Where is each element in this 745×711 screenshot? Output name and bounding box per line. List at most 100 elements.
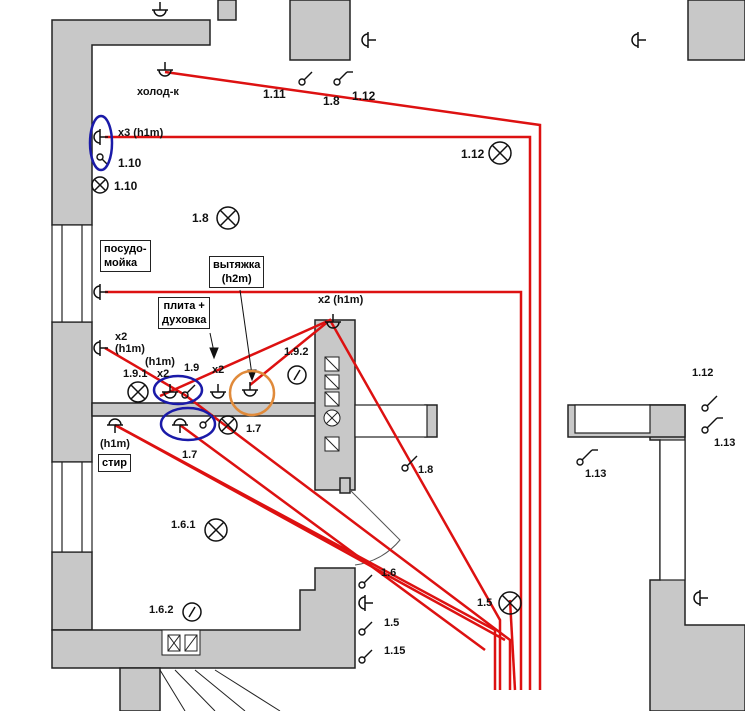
cables bbox=[104, 70, 542, 691]
label-1-5: 1.5 bbox=[384, 617, 400, 629]
label-1-12-top: 1.12 bbox=[352, 89, 376, 103]
orange-highlight-hood bbox=[228, 369, 276, 417]
socket-right-bottom bbox=[693, 590, 708, 606]
label-1-7-a: 1.7 bbox=[182, 449, 198, 461]
switch-1-9 bbox=[181, 384, 196, 399]
stair-wall bbox=[119, 667, 161, 711]
hood-label-line2: (h2m) bbox=[221, 273, 252, 285]
label-x2-h1m-right: x2 (h1m) bbox=[318, 294, 364, 306]
cable-dishwasher bbox=[105, 290, 523, 690]
socket-top-right bbox=[361, 32, 376, 48]
label-x2-left: x2 bbox=[115, 331, 128, 343]
cable-hood bbox=[249, 318, 502, 690]
cable-x3 bbox=[105, 135, 532, 690]
label-1-9: 1.9 bbox=[184, 362, 200, 374]
cable-fridge bbox=[164, 70, 542, 690]
cable-washer bbox=[114, 423, 497, 690]
socket-far-right bbox=[631, 32, 646, 48]
windows bbox=[51, 224, 686, 581]
switch-1-11 bbox=[298, 71, 313, 86]
blue-highlight-x3 bbox=[88, 114, 114, 172]
switch-1-13-right bbox=[701, 417, 723, 434]
label-lamp-1-5: 1.5 bbox=[477, 597, 493, 609]
label-h1m-mid: (h1m) bbox=[145, 356, 175, 368]
socket-1-5 bbox=[358, 595, 373, 611]
socket-washer bbox=[107, 418, 123, 433]
label-h1m-washer: (h1m) bbox=[100, 438, 130, 450]
socket-fridge bbox=[157, 62, 173, 77]
left-wall bbox=[51, 19, 211, 226]
lamp-1-10 bbox=[91, 176, 109, 194]
lamp-1-8 bbox=[216, 206, 240, 230]
label-x2-mid: x2 bbox=[157, 368, 170, 380]
socket-mid-blue bbox=[162, 384, 178, 399]
cable-1-7 bbox=[114, 423, 506, 642]
highlights bbox=[88, 114, 276, 442]
label-1-9-1: 1.9.1 bbox=[123, 368, 148, 380]
window-5 bbox=[659, 439, 686, 581]
fridge-label: холод-к bbox=[137, 86, 179, 98]
right-top-wall bbox=[687, 0, 745, 61]
window-1 bbox=[51, 224, 93, 323]
lamp-1-9-1 bbox=[127, 381, 149, 403]
blue-highlight-mid bbox=[152, 374, 204, 406]
pointer-arrows bbox=[209, 289, 257, 382]
label-1-12-right: 1.12 bbox=[692, 367, 714, 379]
switch-1-13-left bbox=[576, 449, 598, 466]
bottom-wall bbox=[51, 567, 356, 669]
label-x2-mid2: x2 bbox=[212, 364, 225, 376]
sconce-1-9-2 bbox=[287, 365, 307, 385]
label-1-8-right: 1.8 bbox=[418, 464, 434, 476]
label-1-13-right: 1.13 bbox=[714, 437, 736, 449]
label-lamp-1-6-1: 1.6.1 bbox=[171, 519, 196, 531]
label-1-10-a: 1.10 bbox=[118, 156, 142, 170]
label-h1m-left: (h1m) bbox=[115, 343, 145, 355]
switch-1-10 bbox=[96, 153, 109, 166]
label-1-15: 1.15 bbox=[384, 645, 406, 657]
lamp-1-6-1 bbox=[204, 518, 228, 542]
label-lamp-1-8: 1.8 bbox=[192, 211, 209, 225]
label-1-13-left: 1.13 bbox=[585, 468, 607, 480]
socket-blue-lower bbox=[172, 418, 188, 433]
window-3 bbox=[354, 404, 428, 438]
label-1-7-b: 1.7 bbox=[246, 423, 262, 435]
sockets bbox=[93, 2, 708, 611]
washer-label: стир bbox=[98, 454, 131, 472]
stove-label-line1: плита + bbox=[163, 300, 205, 312]
label-1-6: 1.6 bbox=[381, 567, 397, 579]
left-wall-mid bbox=[51, 321, 93, 463]
sconce-1-6-2 bbox=[182, 602, 202, 622]
door-swing bbox=[349, 489, 401, 566]
label-x3-h1m: x3 (h1m) bbox=[118, 127, 164, 139]
socket-x2-left bbox=[93, 340, 108, 356]
switch-1-8-top bbox=[333, 71, 353, 86]
label-1-11: 1.11 bbox=[263, 87, 286, 101]
switch-1-15 bbox=[358, 649, 373, 664]
label-lamp-1-12: 1.12 bbox=[461, 147, 485, 161]
label-1-6-2: 1.6.2 bbox=[149, 604, 174, 616]
stove-label-line2: духовка bbox=[162, 314, 207, 326]
vent-grilles bbox=[167, 356, 341, 652]
hood-label: вытяжка (h2m) bbox=[209, 256, 265, 288]
cable-mid bbox=[159, 318, 331, 398]
window-2 bbox=[51, 461, 93, 553]
cable-lamp-1-5 bbox=[508, 599, 517, 691]
lamp-1-12 bbox=[488, 141, 512, 165]
socket-x2-right bbox=[325, 314, 341, 329]
label-1-10-b: 1.10 bbox=[114, 179, 138, 193]
cable-washer-2 bbox=[179, 423, 486, 652]
switch-1-12-right bbox=[701, 395, 718, 412]
label-1-8-top: 1.8 bbox=[323, 94, 340, 108]
lamp-1-5 bbox=[498, 591, 522, 615]
label-1-9-2: 1.9.2 bbox=[284, 346, 309, 358]
lamps bbox=[91, 141, 522, 622]
dishwasher-label-line2: мойка bbox=[104, 257, 138, 269]
lamp-1-7 bbox=[218, 415, 238, 435]
switch-1-5 bbox=[358, 621, 373, 636]
stove-label: плита + духовка bbox=[158, 297, 211, 329]
socket-mid-x2 bbox=[210, 384, 226, 399]
socket-dishwasher bbox=[93, 284, 108, 300]
hood-label-line1: вытяжка bbox=[213, 259, 261, 271]
door-jamb bbox=[339, 477, 351, 494]
blue-highlight-lower bbox=[159, 406, 217, 442]
